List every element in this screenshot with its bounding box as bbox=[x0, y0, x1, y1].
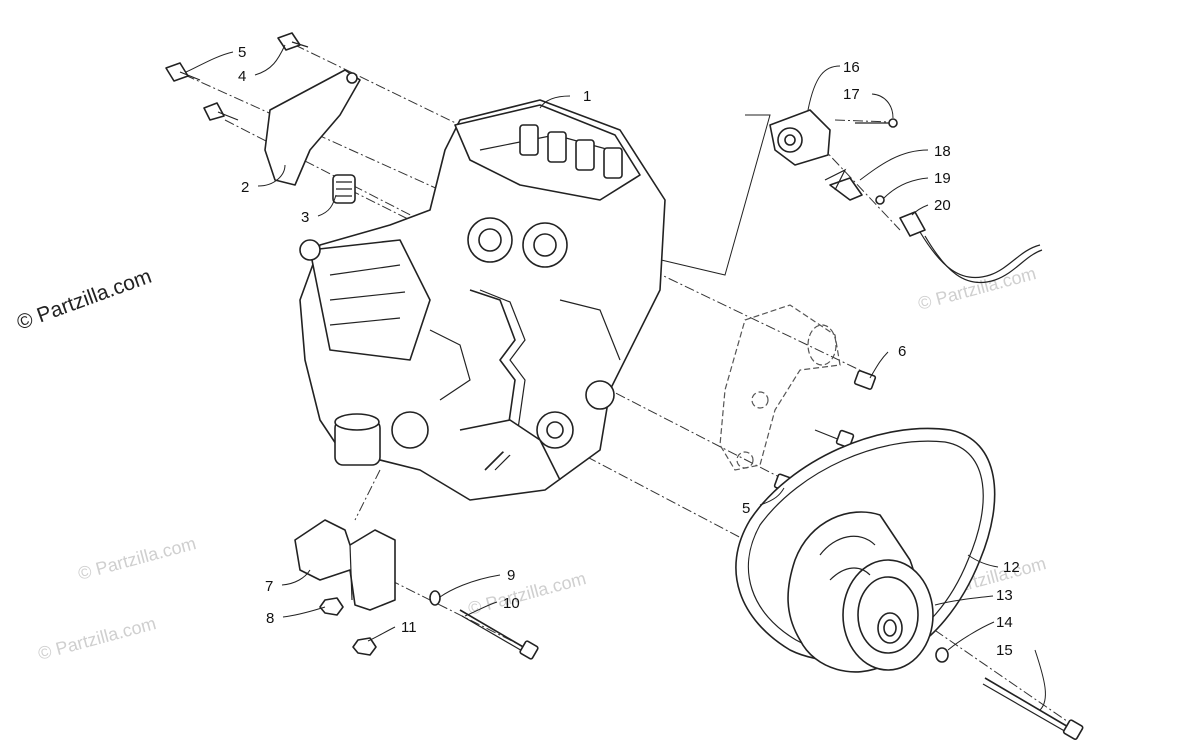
callout-2: 2 bbox=[241, 179, 249, 196]
callout-8: 8 bbox=[266, 610, 274, 627]
engine-assembly bbox=[299, 99, 666, 501]
bolt-6 bbox=[853, 370, 877, 390]
watermark-faint: © Partzilla.com bbox=[76, 533, 198, 584]
callout-14: 14 bbox=[996, 614, 1013, 631]
callout-1: 1 bbox=[583, 88, 591, 105]
callout-11: 11 bbox=[401, 619, 417, 636]
bolt-middle bbox=[814, 429, 855, 449]
callout-labels: 1 2 3 4 5 5 6 7 8 9 10 11 12 13 14 15 16… bbox=[238, 44, 1020, 659]
callout-leaders bbox=[185, 44, 1046, 711]
drive-clutch-belt bbox=[735, 427, 996, 673]
engine-mount-bracket bbox=[264, 69, 361, 186]
callout-3: 3 bbox=[301, 209, 309, 226]
washer-9 bbox=[429, 590, 441, 606]
spacer bbox=[332, 174, 356, 204]
callout-5-top: 5 bbox=[238, 44, 246, 61]
callout-20: 20 bbox=[934, 197, 951, 214]
watermark-faint: © Partzilla.com bbox=[466, 568, 588, 619]
callout-19: 19 bbox=[934, 170, 951, 187]
watermark-faint: © Partzilla.com bbox=[36, 613, 158, 664]
bolt-10 bbox=[459, 609, 539, 660]
callout-10: 10 bbox=[503, 595, 520, 612]
nut-11 bbox=[352, 637, 377, 656]
callout-4: 4 bbox=[238, 68, 246, 85]
watermark-main: © Partzilla.com bbox=[14, 265, 155, 335]
engine-mount bbox=[294, 519, 396, 611]
bolts-top bbox=[165, 32, 309, 121]
callout-9: 9 bbox=[507, 567, 515, 584]
callout-18: 18 bbox=[934, 143, 951, 160]
washer-14 bbox=[935, 647, 949, 663]
bolt-15 bbox=[982, 677, 1084, 740]
callout-16: 16 bbox=[843, 59, 860, 76]
callout-13: 13 bbox=[996, 587, 1013, 604]
callout-17: 17 bbox=[843, 86, 860, 103]
callout-5-lower: 5 bbox=[742, 500, 750, 517]
sensor-assembly bbox=[769, 109, 1043, 284]
nut-8 bbox=[319, 597, 344, 616]
rear-mount-bracket bbox=[719, 304, 841, 471]
watermark-faint: © Partzilla.com bbox=[916, 263, 1038, 314]
callout-7: 7 bbox=[265, 578, 273, 595]
callout-6: 6 bbox=[898, 343, 906, 360]
connector-line bbox=[639, 114, 771, 276]
callout-12: 12 bbox=[1003, 559, 1020, 576]
callout-15: 15 bbox=[996, 642, 1013, 659]
